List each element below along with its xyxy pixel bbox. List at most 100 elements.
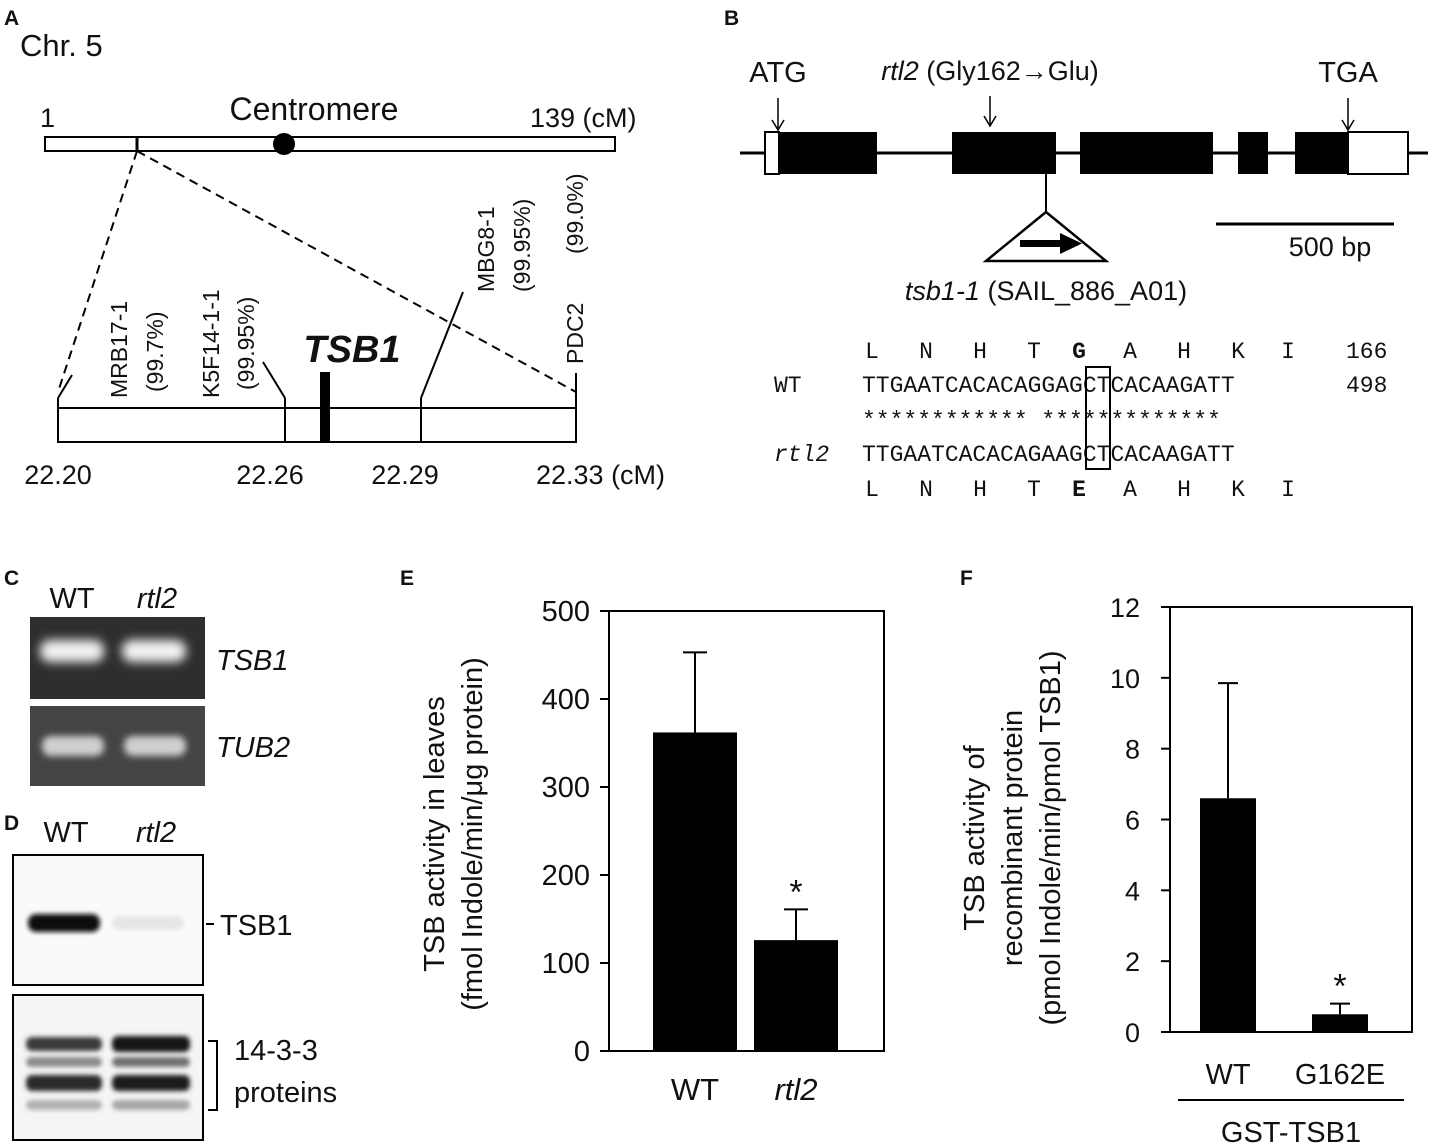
exon-2	[952, 132, 1056, 174]
tdna-triangle	[982, 210, 1110, 263]
marker-leader-mbg8	[420, 291, 464, 399]
gel-band-tub2-rtl2	[124, 736, 186, 756]
tdna-allele-name: tsb1-1	[905, 276, 980, 306]
chart-e-plot-frame	[608, 610, 885, 1052]
chart-e-ylabel-1: TSB activity in leaves	[419, 696, 451, 972]
aa-wt-5: G	[1072, 339, 1086, 365]
position-label-1: 22.20	[24, 460, 92, 490]
exon-5	[1295, 132, 1348, 174]
aa-wt-9: I	[1281, 339, 1295, 365]
panel-d: D WT rtl2 TSB1 14-3-3 proteins	[4, 812, 337, 1141]
chart-e-ylabel-2: (fmol Indole/min/μg protein)	[457, 657, 489, 1011]
gel-row-label-tub2: TUB2	[216, 732, 290, 764]
marker-mbg8-name: MBG8-1	[473, 206, 499, 292]
zoom-line-left	[57, 150, 138, 393]
chart-e-ytick-label-1: 100	[542, 948, 590, 980]
utr-5	[764, 131, 780, 175]
chart-f-ylabel-1: TSB activity of	[959, 744, 991, 930]
start-codon-label: ATG	[749, 57, 806, 89]
chart-f-ytick-label-3: 6	[1125, 806, 1140, 836]
chart-f-category-label-1: G162E	[1295, 1059, 1385, 1091]
marker-pdc2-pct: (99.0%)	[562, 173, 588, 254]
marker-pdc2-name: PDC2	[562, 303, 588, 364]
blot-band-loading-4-wt	[26, 1100, 102, 1110]
chart-e-significance-1: *	[789, 873, 802, 911]
position-label-2: 22.26	[236, 460, 304, 490]
panel-e: E TSB activity in leaves (fmol Indole/mi…	[400, 567, 885, 1107]
panel-a-letter: A	[4, 7, 19, 30]
tdna-label: tsb1-1 (SAIL_886_A01)	[905, 276, 1187, 306]
position-label-4: 22.33 (cM)	[536, 460, 665, 490]
arrow-mutation	[983, 96, 997, 128]
chart-e-bar-0	[653, 732, 737, 1051]
mutation-change: (Gly162→Glu)	[919, 56, 1099, 86]
arrow-tga	[1341, 98, 1355, 132]
marker-mrb17-pct: (99.7%)	[142, 311, 168, 392]
arrow-atg	[771, 98, 785, 132]
blot-band-loading-2-rtl2	[112, 1057, 190, 1067]
marker-k5f14-pct: (99.95%)	[233, 297, 259, 390]
aa-wt-number: 166	[1346, 339, 1387, 365]
blot-band-loading-1-wt	[26, 1037, 102, 1051]
exon-4	[1238, 132, 1268, 174]
tdna-line-id: (SAIL_886_A01)	[980, 276, 1187, 306]
chart-f-ytick-label-4: 8	[1125, 735, 1140, 765]
wt-sequence: TTGAATCACACAGGAGCTCACAAGATT	[862, 373, 1235, 399]
identity-line: ************ *************	[862, 408, 1221, 434]
gel-band-tub2-wt	[42, 736, 104, 756]
marker-k5f14-name: K5F14-1-1	[198, 289, 224, 398]
blot-lane-label-wt: WT	[43, 817, 88, 849]
aa-wt-row: L N H T G A H K I 166	[865, 339, 1387, 365]
chart-f-ytick-label-2: 4	[1125, 876, 1140, 906]
blot-band-loading-2-wt	[26, 1057, 102, 1067]
chart-f-group-label: GST-TSB1	[1221, 1117, 1361, 1146]
chromosome-bar	[44, 136, 616, 152]
panel-e-letter: E	[400, 567, 414, 590]
chart-e-ytick-label-0: 0	[574, 1036, 590, 1068]
exon-3	[1080, 132, 1213, 174]
chart-e-ytick-label-3: 300	[542, 772, 590, 804]
marker-leader-k5f14	[262, 361, 286, 399]
chart-e-ytick-label-2: 200	[542, 860, 590, 892]
panel-d-letter: D	[4, 812, 19, 835]
aa-mut-row: L N H T E A H K I	[865, 477, 1295, 503]
blot-loading-label-2: proteins	[234, 1077, 337, 1109]
aa-mut-9: I	[1281, 477, 1295, 503]
chart-f-ytick-label-5: 10	[1110, 664, 1140, 694]
exon-1	[779, 132, 877, 174]
chromosome-start-label: 1	[40, 103, 55, 133]
position-label-3: 22.29	[371, 460, 439, 490]
panel-b: B ATG rtl2 (Gly162→Glu) TGA 500 bp tsb1-…	[724, 7, 1428, 503]
gel-lane-label-rtl2: rtl2	[137, 583, 177, 615]
panel-a: A Chr. 5 1 Centromere 139 (cM) MRB17-1 (…	[4, 7, 665, 490]
gel-row-label-tsb1: TSB1	[216, 645, 289, 677]
chart-f-category-label-0: WT	[1205, 1059, 1250, 1091]
stop-codon-label: TGA	[1318, 57, 1378, 89]
chart-e-category-label-0: WT	[671, 1072, 719, 1107]
blot-band-loading-1-rtl2	[112, 1036, 190, 1052]
western-blot-loading	[12, 994, 204, 1141]
blot-band-loading-3-rtl2	[112, 1075, 190, 1091]
chart-e-category-label-1: rtl2	[774, 1072, 817, 1107]
mutation-gene-name: rtl2	[881, 56, 919, 86]
aa-wt-1: L	[865, 339, 879, 365]
panel-c-letter: C	[4, 567, 19, 590]
centromere-label: Centromere	[230, 91, 399, 127]
aa-mut-3: H	[973, 477, 987, 503]
mut-sequence: TTGAATCACACAGAAGCTCACAAGATT	[862, 442, 1235, 468]
gene-tsb1-label: TSB1	[303, 329, 400, 371]
marker-leader-mrb17	[57, 374, 73, 399]
panel-f: F TSB activity of recombinant protein (p…	[959, 567, 1413, 1146]
aa-mut-4: T	[1027, 477, 1041, 503]
gel-band-tsb1-wt	[40, 640, 104, 662]
chromosome-end-label: 139 (cM)	[530, 103, 637, 133]
blot-band-label-tsb1: TSB1	[220, 910, 293, 942]
blot-bracket	[208, 1040, 218, 1111]
wt-seq-number: 498	[1346, 373, 1387, 399]
gel-lane-label-wt: WT	[49, 583, 94, 615]
fine-map-bar	[57, 407, 577, 443]
chart-f-ylabel-3: (pmol Indole/min/pmol TSB1)	[1035, 650, 1067, 1025]
chart-f-ytick-label-1: 2	[1125, 947, 1140, 977]
centromere-dot	[273, 133, 295, 155]
scale-bar-label: 500 bp	[1289, 232, 1372, 262]
